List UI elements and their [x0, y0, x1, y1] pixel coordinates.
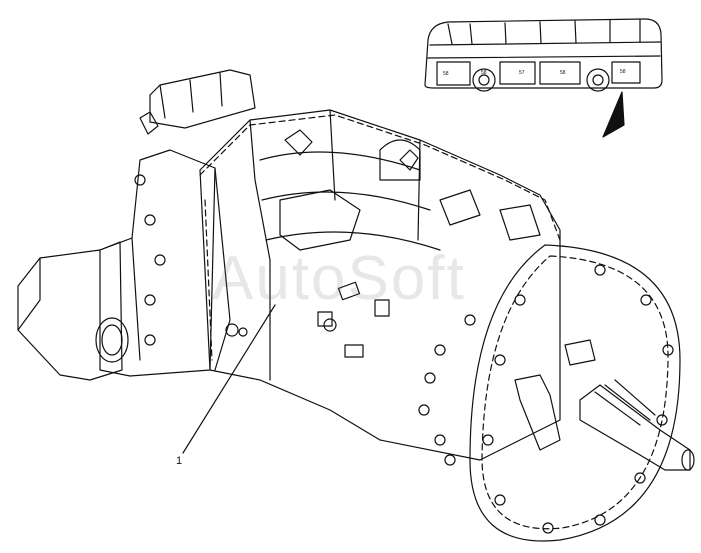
rear-dashed-outline: [204, 199, 213, 361]
bus-compartment-label: 57: [519, 70, 525, 76]
bus-locator-icon: [424, 18, 663, 138]
bus-compartment-label: 58: [560, 70, 566, 76]
clutch-housing: [469, 244, 695, 542]
watermark-text: AutoSoft: [212, 244, 466, 313]
bus-compartment-label: 58: [620, 69, 626, 75]
bus-compartment-label: 58: [481, 70, 487, 76]
bus-compartment-label: 58: [443, 71, 449, 77]
callout-1-label: 1: [176, 455, 183, 467]
transmission-housing: [17, 69, 561, 466]
callout-1-leader-line: [182, 304, 276, 454]
housing-dashed-outline: [199, 114, 561, 241]
